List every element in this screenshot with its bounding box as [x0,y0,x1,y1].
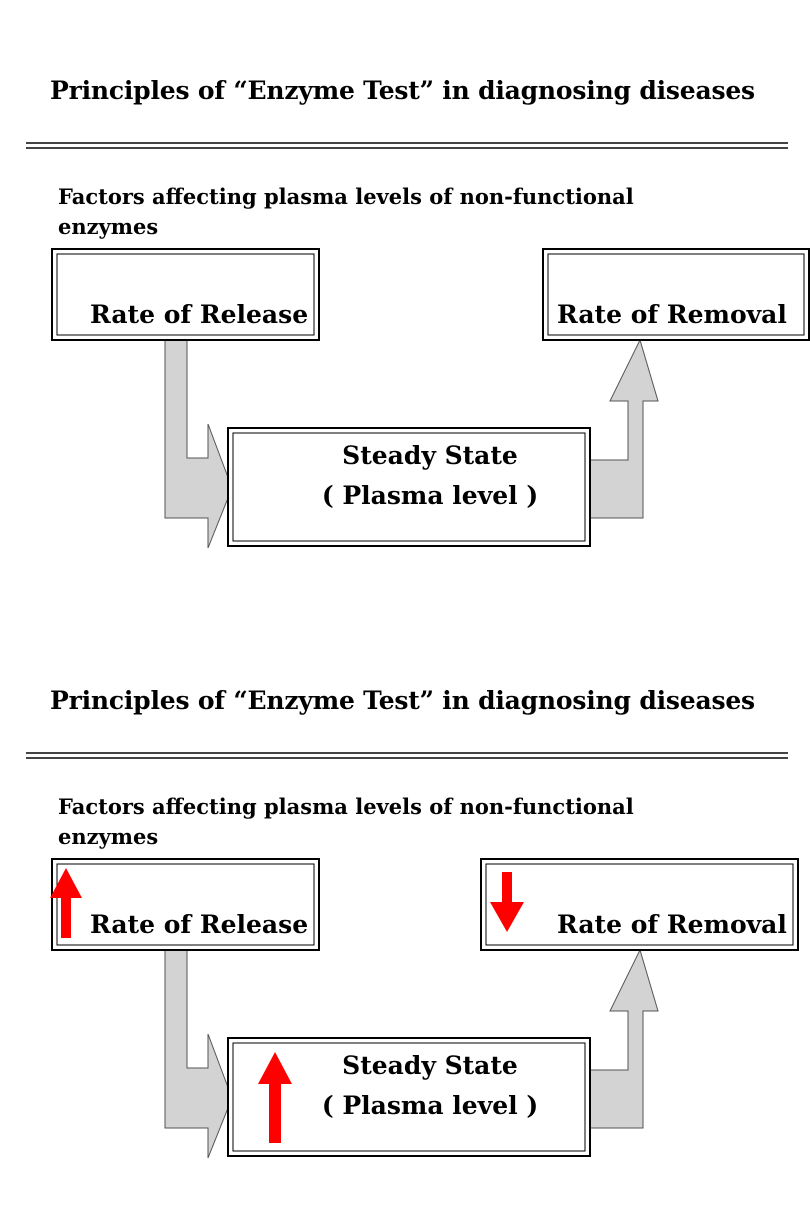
removal-down-arrow-icon [490,872,524,932]
release-label: Rate of Release [90,910,309,939]
release-label: Rate of Release [90,300,309,329]
release-to-steady-arrow [164,947,233,1159]
steady-state-label: Steady State ( Plasma level ) [250,1046,610,1126]
release-box [51,248,320,341]
steady-state-up-arrow-icon [258,1052,292,1143]
removal-box [542,248,810,341]
steady-state-label: Steady State ( Plasma level ) [250,436,610,516]
flow-diagram [50,858,799,1159]
release-box [51,858,320,951]
steady-state-box [227,427,591,547]
steady-state-line1: Steady State [342,441,518,470]
slide-top: Principles of “Enzyme Test” in diagnosin… [0,0,810,600]
title-divider [26,142,788,149]
steady-state-line1: Steady State [342,1051,518,1080]
removal-label: Rate of Removal [557,910,787,939]
slide-title: Principles of “Enzyme Test” in diagnosin… [50,76,755,105]
steady-state-line2: ( Plasma level ) [321,481,539,510]
title-divider [26,752,788,759]
slide-title: Principles of “Enzyme Test” in diagnosin… [50,686,755,715]
steady-state-line2: ( Plasma level ) [321,1091,539,1120]
removal-box [480,858,799,951]
steady-to-removal-arrow [587,338,659,519]
steady-to-removal-arrow [587,948,659,1129]
removal-label: Rate of Removal [557,300,787,329]
slide-subtitle: Factors affecting plasma levels of non-f… [58,794,634,849]
flow-diagram [51,248,810,549]
release-up-arrow-icon [50,868,82,938]
slide-bottom: Principles of “Enzyme Test” in diagnosin… [0,610,810,1210]
slide-subtitle: Factors affecting plasma levels of non-f… [58,184,634,239]
steady-state-box [227,1037,591,1157]
release-to-steady-arrow [164,337,233,549]
